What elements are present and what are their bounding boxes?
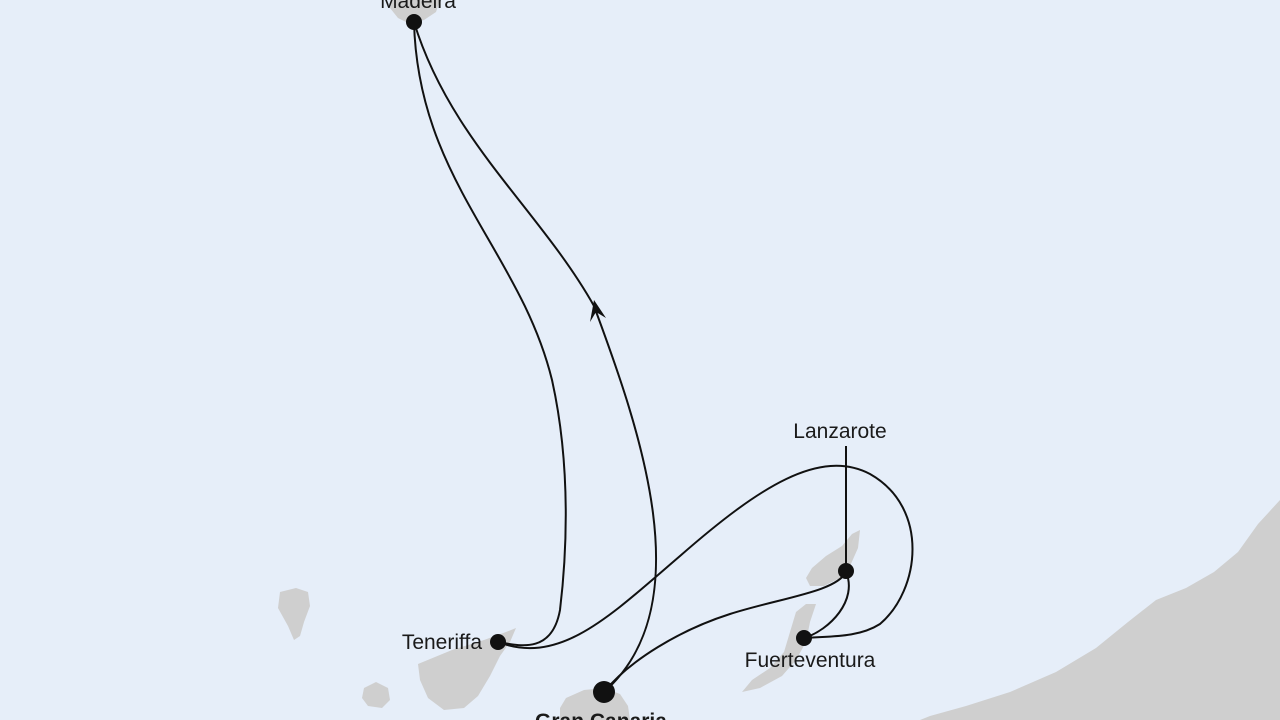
mainland-africa [920,500,1280,720]
route-lanzarote-to-gran-canaria [603,571,847,693]
island-madeira [390,0,440,24]
port-marker-madeira [406,14,422,30]
route-lanzarote-fuerteventura [803,571,850,639]
port-marker-fuerteventura [796,630,812,646]
island-fuerteventura [742,604,816,692]
label-fuerteventura: Fuerteventura [745,649,876,672]
label-teneriffa: Teneriffa [402,631,482,654]
port-marker-gran-canaria [593,681,615,703]
label-madeira: Madeira [380,0,456,13]
label-lanzarote: Lanzarote [793,420,886,443]
island-la-palma [278,588,310,640]
port-labels: Madeira Lanzarote Teneriffa Fuerteventur… [380,0,887,720]
cruise-route [413,21,914,693]
label-gran-canaria: Gran Canaria [535,710,667,720]
island-la-gomera [362,682,390,708]
island-tenerife [418,628,516,710]
arrow-head-icon [590,300,606,322]
route-madeira-to-teneriffa [413,21,567,647]
port-marker-teneriffa [490,634,506,650]
route-gran-canaria-to-madeira [413,21,657,693]
port-marker-lanzarote [838,563,854,579]
route-teneriffa-to-lanzarote [497,464,914,650]
port-markers [406,14,854,703]
